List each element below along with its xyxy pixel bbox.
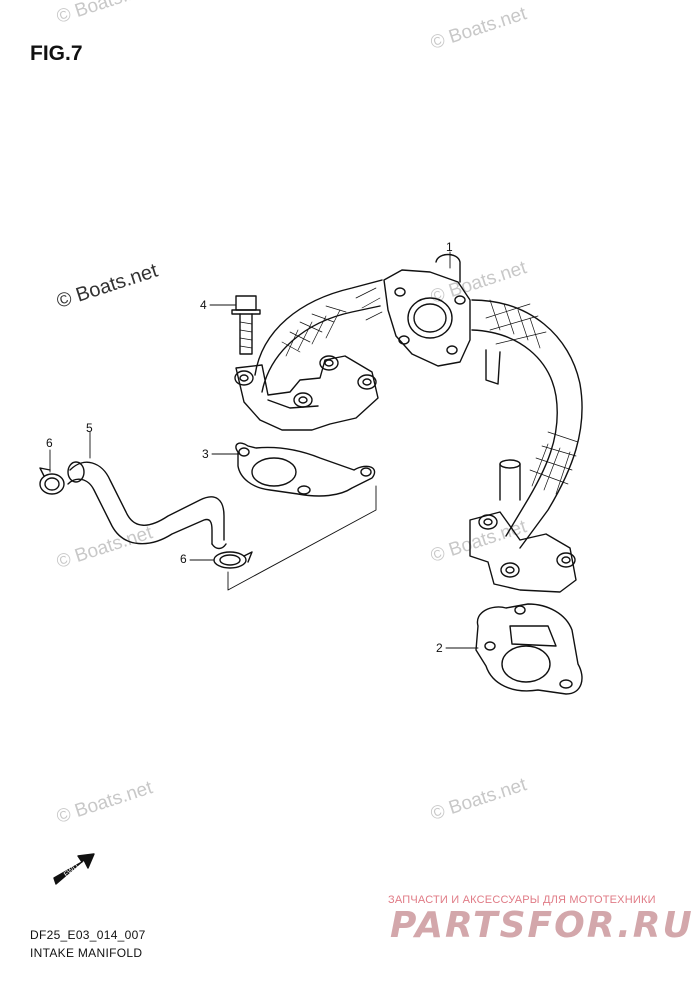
fwd-arrow-icon (53, 853, 95, 885)
shop-subtitle: ЗАПЧАСТИ И АКСЕССУАРЫ ДЛЯ МОТОТЕХНИКИ (388, 894, 656, 906)
diagram-code: DF25_E03_014_007 (30, 928, 146, 942)
callout-5: 5 (86, 421, 93, 435)
callout-3: 3 (202, 447, 209, 461)
hose-clip-part[interactable] (213, 551, 253, 569)
callout-6: 6 (180, 552, 187, 566)
callout-4: 4 (200, 298, 207, 312)
gasket-part-3[interactable] (235, 442, 376, 497)
callout-1: 1 (446, 240, 453, 254)
figure-label: FIG.7 (30, 42, 83, 65)
callout-6: 6 (46, 436, 53, 450)
hose-part[interactable] (67, 461, 227, 550)
leader-lines (49, 251, 479, 649)
intake-manifold-part[interactable] (234, 253, 583, 593)
shop-logo: PARTSFOR.RU (390, 905, 694, 946)
diagram-title: INTAKE MANIFOLD (30, 946, 143, 960)
gasket-part-2[interactable] (475, 603, 583, 695)
callout-2: 2 (436, 641, 443, 655)
hose-clip-part[interactable] (39, 467, 65, 495)
fwd-label: FWD (63, 863, 80, 878)
